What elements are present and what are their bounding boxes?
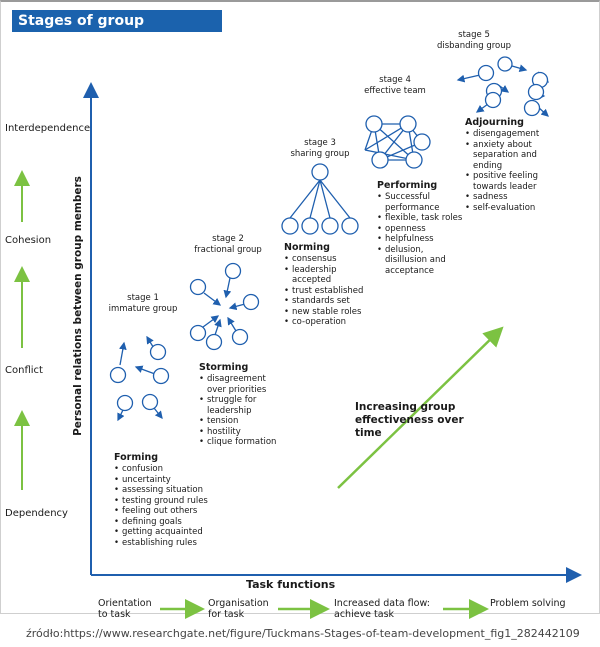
- stage1-name: immature group: [108, 304, 178, 314]
- stage2-label: stage 2 fractional group: [188, 234, 268, 256]
- list-item: testing ground rules: [114, 496, 214, 507]
- phase-adjourning: Adjourning disengagement anxiety about s…: [465, 117, 553, 213]
- flow-line1: Orientation: [98, 598, 152, 609]
- list-item: defining goals: [114, 517, 214, 528]
- level-dependency: Dependency: [5, 508, 68, 519]
- flow-line1: Increased data flow:: [334, 598, 430, 609]
- stage4-label: stage 4 effective team: [360, 75, 430, 97]
- list-item: feeling out others: [114, 506, 214, 517]
- list-item: assessing situation: [114, 485, 214, 496]
- list-item: leadership accepted: [284, 265, 366, 286]
- stage3-label: stage 3 sharing group: [285, 138, 355, 160]
- phase-list: Successful performance flexible, task ro…: [377, 192, 465, 276]
- list-item: confusion: [114, 464, 214, 475]
- stage5-name: disbanding group: [436, 41, 512, 51]
- effectiveness-arrow: [337, 326, 504, 489]
- flow-line1: Problem solving: [490, 598, 566, 609]
- flow-problem-solving: Problem solving: [490, 598, 566, 609]
- list-item: consensus: [284, 254, 366, 265]
- figure-title: Stages of group development: [12, 10, 222, 51]
- list-item: openness: [377, 224, 465, 235]
- list-item: disagreement over priorities: [199, 374, 281, 395]
- phase-heading: Forming: [114, 452, 159, 463]
- flow-line2: achieve task: [334, 609, 395, 620]
- level-interdependence: Interdependence: [5, 123, 91, 134]
- flow-organisation: Organisation for task: [208, 598, 269, 620]
- stage1-nodes: [109, 335, 170, 422]
- list-item: clique formation: [199, 437, 281, 448]
- stage3-number: stage 3: [304, 138, 336, 148]
- list-item: hostility: [199, 427, 281, 438]
- effectiveness-label: Increasing group effectiveness over time: [355, 401, 464, 439]
- phase-performing: Performing Successful performance flexib…: [377, 180, 465, 276]
- list-item: delusion, disillusion and acceptance: [377, 245, 465, 277]
- phase-storming: Storming disagreement over priorities st…: [199, 362, 281, 448]
- list-item: anxiety about separation and ending: [465, 140, 553, 172]
- flow-line1: Organisation: [208, 598, 269, 609]
- stage3-nodes: [281, 163, 359, 235]
- stage5-label: stage 5 disbanding group: [434, 30, 514, 52]
- list-item: new stable roles: [284, 307, 366, 318]
- list-item: uncertainty: [114, 475, 214, 486]
- phase-norming: Norming consensus leadership accepted tr…: [284, 242, 366, 328]
- stage2-name: fractional group: [194, 245, 262, 255]
- stage3-name: sharing group: [290, 149, 350, 159]
- stage4-number: stage 4: [379, 75, 411, 85]
- list-item: sadness: [465, 192, 553, 203]
- phase-heading: Adjourning: [465, 117, 524, 128]
- list-item: co-operation: [284, 317, 366, 328]
- stage2-nodes: [189, 262, 260, 351]
- list-item: disengagement: [465, 129, 553, 140]
- level-conflict: Conflict: [5, 365, 43, 376]
- list-item: trust established: [284, 286, 366, 297]
- stage4-name: effective team: [364, 86, 426, 96]
- list-item: flexible, task roles: [377, 213, 465, 224]
- stage1-label: stage 1 immature group: [108, 293, 178, 315]
- flow-data: Increased data flow: achieve task: [334, 598, 430, 620]
- phase-heading: Storming: [199, 362, 249, 373]
- phase-heading: Performing: [377, 180, 438, 191]
- phase-list: consensus leadership accepted trust esta…: [284, 254, 366, 328]
- flow-line2: to task: [98, 609, 131, 620]
- source-caption: źródło:https://www.researchgate.net/figu…: [26, 627, 580, 640]
- x-axis-label: Task functions: [246, 578, 336, 591]
- list-item: helpfulness: [377, 234, 465, 245]
- phase-list: disengagement anxiety about separation a…: [465, 129, 553, 213]
- stage4-nodes: [364, 115, 431, 169]
- phase-forming: Forming confusion uncertainty assessing …: [114, 452, 214, 548]
- phase-list: disagreement over priorities struggle fo…: [199, 374, 281, 448]
- phase-heading: Norming: [284, 242, 330, 253]
- flow-line2: for task: [208, 609, 245, 620]
- flow-orientation: Orientation to task: [98, 598, 152, 620]
- list-item: struggle for leadership: [199, 395, 281, 416]
- stage5-number: stage 5: [458, 30, 490, 40]
- list-item: Successful performance: [377, 192, 465, 213]
- stage5-nodes: [456, 56, 549, 117]
- list-item: getting acquainted: [114, 527, 214, 538]
- list-item: standards set: [284, 296, 366, 307]
- list-item: positive feeling towards leader: [465, 171, 553, 192]
- stage2-number: stage 2: [212, 234, 244, 244]
- phase-list: confusion uncertainty assessing situatio…: [114, 464, 214, 548]
- stage1-number: stage 1: [127, 293, 159, 303]
- list-item: establishing rules: [114, 538, 214, 549]
- list-item: tension: [199, 416, 281, 427]
- list-item: self-evaluation: [465, 203, 553, 214]
- level-cohesion: Cohesion: [5, 235, 52, 246]
